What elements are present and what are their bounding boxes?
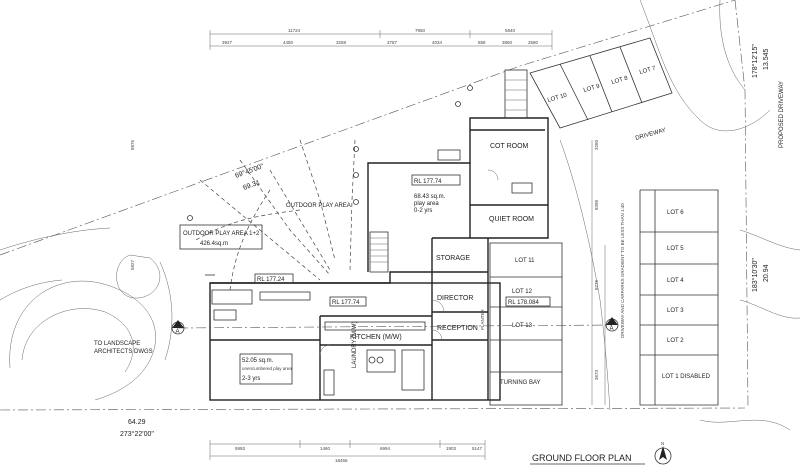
landscape-note-line-1: TO LANDSCAPE — [94, 341, 140, 347]
dim: 5827 — [130, 259, 135, 270]
section-line: A A — [171, 317, 619, 335]
east-top-bearing: 178°12'15" — [751, 44, 759, 78]
level-markers: RL 177.24 RL 177.74 RL 178.084 — [254, 273, 551, 307]
dim: 5993 — [235, 446, 246, 451]
carpark-upper: LOT 10 LOT 9 LOT 8 LOT 7 DRIVEWAY — [529, 37, 673, 142]
outdoor-box-area: 426.4sq.m — [200, 241, 228, 247]
play-room-2-ages: 2-3 yrs — [242, 376, 260, 382]
site-boundary — [0, 0, 749, 411]
lot-12-label: LOT 12 — [512, 289, 533, 295]
dim: 4034 — [432, 40, 443, 45]
dim-total: 18456 — [335, 458, 348, 463]
drawing-title: GROUND FLOOR PLAN — [532, 453, 632, 463]
driveway-label: DRIVEWAY — [635, 128, 667, 142]
lot-5-label: LOT 5 — [667, 246, 684, 252]
north-bearing: 69°45'00" — [234, 162, 265, 180]
lot-8-label: LOT 8 — [611, 75, 629, 86]
title-block: GROUND FLOOR PLAN N — [530, 441, 672, 465]
dim: 5840 — [505, 28, 516, 33]
play-room-2-desc: unencumbered play area — [242, 366, 292, 371]
south-length: 64.29 — [128, 419, 146, 426]
landscape-note-line-2: ARCHITECTS DWGS — [94, 349, 153, 355]
section-marker-right: A — [610, 326, 614, 332]
director-label: DIRECTOR — [437, 295, 473, 302]
level-rl-3: RL 178.084 — [508, 300, 539, 306]
dim: 3258 — [336, 40, 347, 45]
outdoor-play-linework — [187, 85, 473, 291]
landscape-linework — [0, 0, 800, 431]
lot-7-label: LOT 7 — [639, 65, 657, 76]
lot-4-label: LOT 4 — [667, 278, 684, 284]
stair-hatch — [369, 69, 528, 273]
dim: 1460 — [320, 446, 331, 451]
carpark-gradient-note: DRIVEWAY AND CARPARKS GRADIENT TO BE LES… — [620, 203, 625, 338]
carpark-middle: LOT 11 LOT 12 LOT 13 TURNING BAY PLANTER — [480, 242, 563, 406]
lot-1-label: LOT 1 DISABLED — [662, 374, 711, 380]
dim: 3927 — [222, 40, 233, 45]
lot-10-label: LOT 10 — [547, 92, 568, 103]
outdoor-box-title: OUTDOOR PLAY AREA 1+2 — [183, 231, 260, 237]
kitchen-label: KITCHEN (M/W) — [350, 334, 402, 341]
building-walls — [209, 69, 549, 401]
play-room-1: RL 177.74 68.43 sq.m. play area 0-2 yrs — [411, 174, 461, 214]
dim: 3860 — [502, 40, 513, 45]
dims-top-inner-row: 3927 4450 3258 3787 4034 858 3860 2580 — [222, 40, 539, 45]
dim: 3787 — [387, 40, 398, 45]
dim: 11724 — [288, 28, 301, 33]
reception-label: RECEPTION — [437, 325, 478, 332]
top-dimensions: 11724 7950 5840 3927 4450 3258 3787 4034… — [209, 28, 553, 50]
lot-11-label: LOT 11 — [515, 258, 535, 264]
dim: 858 — [478, 40, 486, 45]
south-bearing: 273°22'00" — [120, 430, 154, 438]
section-marker-left: A — [176, 329, 180, 335]
dim: 2580 — [528, 40, 539, 45]
lot-2-label: LOT 2 — [667, 338, 684, 344]
north-label: N — [661, 441, 664, 446]
play-room-1-area: 68.43 sq.m. — [414, 194, 446, 200]
outdoor-area-box: OUTDOOR PLAY AREA 1+2 426.4sq.m — [179, 224, 263, 250]
east-length: 20.94 — [763, 264, 770, 282]
lot-13-label: LOT 13 — [512, 323, 533, 329]
play-room-2-area: 52.05 sq.m. — [242, 358, 274, 364]
dim: 8876 — [130, 139, 135, 150]
play-room-1-desc: play area — [414, 201, 439, 207]
cot-room-label: COT ROOM — [490, 143, 529, 150]
room-labels: COT ROOM QUIET ROOM STORAGE DIRECTOR REC… — [350, 143, 534, 368]
dim: 5147 — [472, 446, 483, 451]
lot-9-label: LOT 9 — [583, 83, 601, 94]
lot-3-label: LOT 3 — [667, 308, 684, 314]
landscape-note: TO LANDSCAPE ARCHITECTS DWGS — [94, 341, 153, 355]
dim: 7950 — [415, 28, 426, 33]
level-rl-2: RL 177.74 — [332, 300, 360, 306]
bottom-dimensions: 5993 1460 6994 1903 5147 18456 — [209, 440, 486, 463]
laundry-label: LAUNDRY (M/W) — [352, 322, 358, 368]
vertical-dimensions: 8776 8398 3260 3673 5827 8876 — [130, 139, 606, 405]
dim: 8776 — [594, 279, 599, 290]
east-top-length: 13.545 — [763, 48, 770, 70]
dim: 4450 — [283, 40, 294, 45]
dim: 1903 — [446, 446, 457, 451]
quiet-room-label: QUIET ROOM — [489, 216, 534, 223]
proposed-driveway-label: PROPOSED DRIVEWAY — [779, 81, 785, 148]
dim: 3673 — [594, 369, 599, 380]
outdoor-play-label: OUTDOOR PLAY AREA — [286, 203, 351, 209]
planter-label: PLANTER — [480, 308, 485, 330]
storage-label: STORAGE — [436, 255, 470, 262]
play-room-2: 52.05 sq.m. unencumbered play area 2-3 y… — [239, 353, 293, 385]
play-room-1-ages: 0-2 yrs — [414, 208, 432, 214]
dim: 3260 — [594, 139, 599, 150]
dim: 6994 — [380, 446, 391, 451]
dim: 8398 — [594, 199, 599, 210]
turning-bay-label: TURNING BAY — [500, 380, 541, 386]
carpark-right: LOT 6 LOT 5 LOT 4 LOT 3 LOT 2 LOT 1 DISA… — [639, 189, 719, 406]
play-room-1-rl: RL 177.74 — [414, 179, 442, 185]
dims-top-outer-row: 11724 7950 5840 — [288, 28, 516, 33]
east-bearing: 183°10'30" — [751, 258, 759, 292]
lot-6-label: LOT 6 — [667, 210, 684, 216]
level-rl-1: RL 177.24 — [257, 277, 285, 283]
